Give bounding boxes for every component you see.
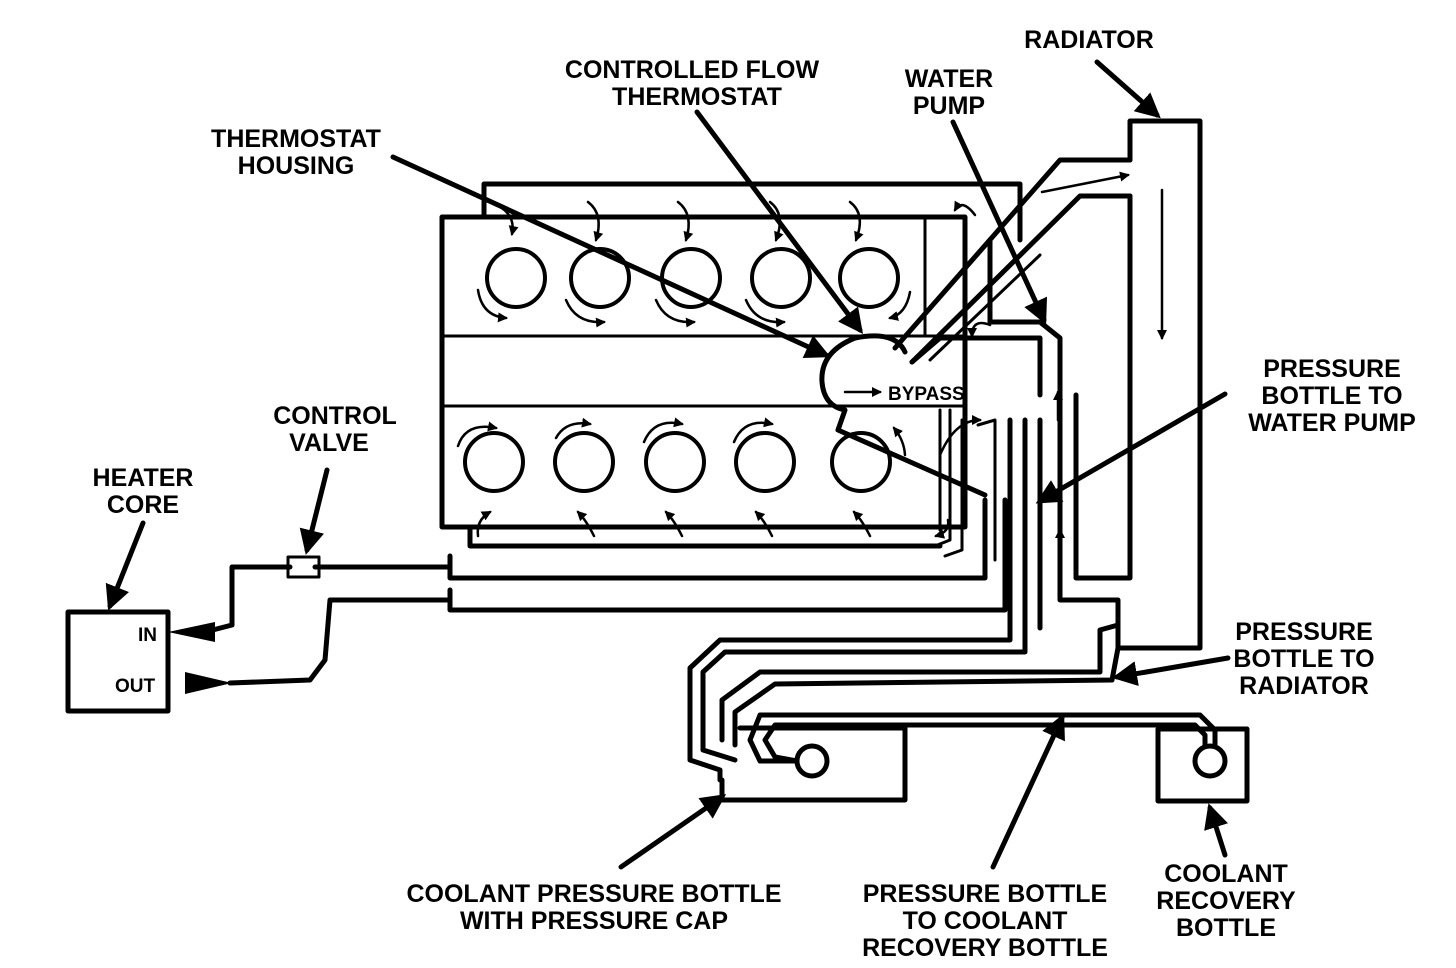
- label-pb-recovery-1: PRESSURE BOTTLE: [863, 880, 1107, 908]
- label-pb-radiator-3: RADIATOR: [1239, 672, 1369, 700]
- heater-in-arrow: [168, 622, 215, 642]
- label-heater-core-2: CORE: [107, 491, 179, 519]
- label-pb-recovery-2: TO COOLANT: [903, 907, 1068, 935]
- water-pump: [909, 237, 1121, 628]
- label-pb-water-pump-1: PRESSURE: [1263, 355, 1401, 383]
- engine-block: [439, 181, 1023, 549]
- label-in: IN: [138, 625, 157, 646]
- label-water-pump-1: WATER: [905, 65, 993, 93]
- label-controlled-flow-1: CONTROLLED FLOW: [565, 56, 820, 84]
- control-valve: [286, 555, 321, 579]
- leader-arrows: [105, 59, 1231, 870]
- label-crb-3: BOTTLE: [1176, 914, 1276, 942]
- label-crb-2: RECOVERY: [1156, 887, 1296, 915]
- radiator: [1073, 118, 1203, 651]
- coolant-recovery-bottle: [1155, 726, 1250, 804]
- label-radiator: RADIATOR: [1024, 26, 1154, 54]
- label-cpb-2: WITH PRESSURE CAP: [460, 907, 728, 935]
- label-thermostat-housing-1: THERMOSTAT: [211, 125, 381, 153]
- label-out: OUT: [115, 676, 156, 697]
- label-crb-1: COOLANT: [1164, 860, 1288, 888]
- heater-hoses: [202, 497, 1008, 686]
- label-control-valve-1: CONTROL: [273, 402, 397, 430]
- label-pb-radiator-2: BOTTLE TO: [1233, 645, 1374, 673]
- label-control-valve-2: VALVE: [289, 429, 369, 457]
- label-water-pump-2: PUMP: [913, 92, 985, 120]
- label-pb-radiator-1: PRESSURE: [1235, 618, 1373, 646]
- label-controlled-flow-2: THERMOSTAT: [612, 83, 782, 111]
- label-thermostat-housing-2: HOUSING: [238, 152, 355, 180]
- heater-out-arrow: [185, 672, 232, 694]
- label-cpb-1: COOLANT PRESSURE BOTTLE: [406, 880, 781, 908]
- coolant-pressure-bottle: [719, 712, 1218, 803]
- thermostat-housing: [819, 333, 988, 498]
- bypass-lines: [933, 408, 997, 562]
- label-pb-water-pump-3: WATER PUMP: [1248, 409, 1416, 437]
- label-heater-core-1: HEATER: [93, 464, 194, 492]
- label-pb-water-pump-2: BOTTLE TO: [1261, 382, 1402, 410]
- pressure-bottle-to-water-pump-line: [687, 417, 1043, 783]
- label-pb-recovery-3: RECOVERY BOTTLE: [862, 934, 1108, 962]
- cylinders-lower-bank: [463, 431, 892, 493]
- upper-radiator-hose: [892, 157, 1133, 365]
- label-bypass: BYPASS: [888, 384, 965, 405]
- heater-core: [65, 609, 171, 714]
